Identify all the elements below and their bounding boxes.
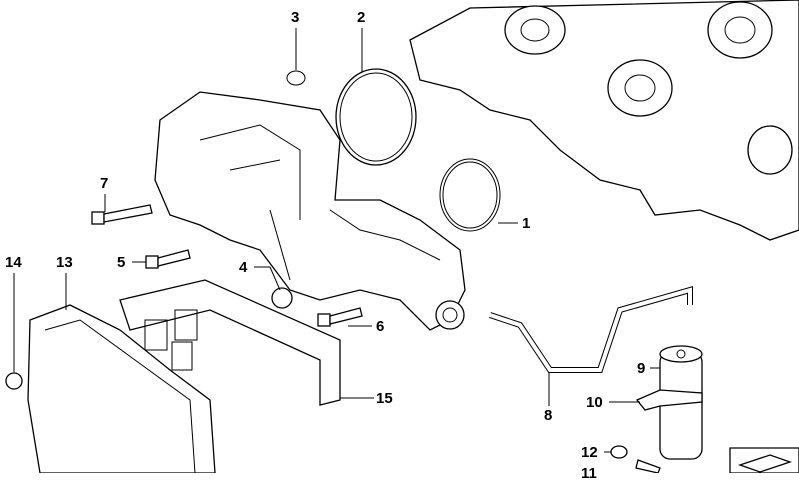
callout-4: 4 [239, 259, 248, 276]
callout-13: 13 [56, 254, 73, 271]
callout-9: 9 [637, 360, 646, 377]
o-ring-2 [335, 68, 417, 166]
callout-8: 8 [544, 407, 553, 424]
callout-14: 14 [5, 254, 22, 271]
o-ring-1 [439, 158, 501, 232]
oil-filter-9 [635, 345, 703, 460]
engine-block [409, 0, 799, 241]
callout-6: 6 [376, 318, 385, 335]
callout-7: 7 [100, 175, 109, 192]
bolt-6 [317, 307, 363, 327]
washer-12 [610, 445, 628, 459]
leader-lines [13, 28, 660, 453]
callout-3: 3 [291, 9, 300, 26]
callout-5: 5 [117, 254, 126, 271]
bolt-5 [145, 249, 191, 269]
cover-13 [27, 304, 216, 473]
bolt-11 [635, 459, 661, 473]
callout-15: 15 [376, 390, 393, 407]
callout-10: 10 [586, 394, 603, 411]
nut-4 [271, 287, 293, 309]
callout-12: 12 [581, 444, 598, 461]
callout-1: 1 [522, 215, 531, 232]
oil-pipe-8 [489, 286, 693, 373]
o-ring-3 [286, 70, 306, 86]
callout-2: 2 [357, 9, 366, 26]
bolt-7 [91, 204, 153, 225]
nav-arrow-icon [729, 447, 799, 473]
callout-11: 11 [581, 465, 597, 482]
grommet-14 [5, 372, 23, 390]
